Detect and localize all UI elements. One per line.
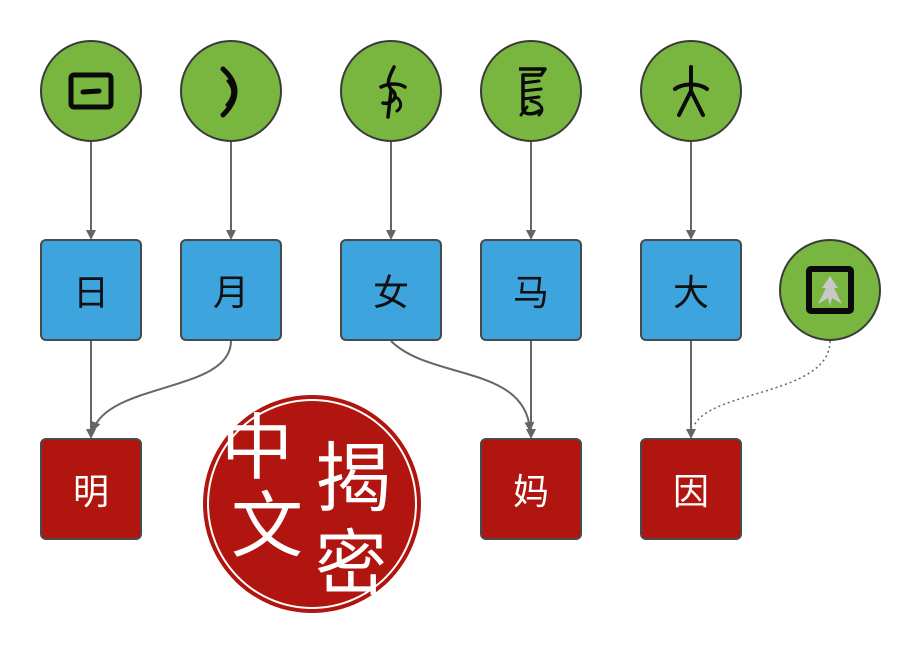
edge-moon-to-bright	[90, 340, 232, 432]
edge-enclosure-glyph-to-cause	[693, 340, 831, 427]
oracle-bone-woman-icon	[379, 65, 407, 119]
seal-circle	[203, 395, 421, 613]
component-sun: 日	[40, 239, 142, 341]
oracle-bone-big-icon	[673, 65, 709, 117]
big-glyph-node	[640, 40, 742, 142]
compound-cause: 因	[640, 438, 742, 540]
oracle-bone-horse-icon	[519, 67, 547, 117]
component-big: 大	[640, 239, 742, 341]
horse-glyph-node	[480, 40, 582, 142]
edge-woman-to-mother	[390, 340, 535, 432]
compound-mother: 妈	[480, 438, 582, 540]
sun-glyph-node	[40, 40, 142, 142]
seal-ring	[207, 399, 417, 609]
seal-char-3: 文	[231, 484, 303, 568]
component-woman: 女	[340, 239, 442, 341]
seal-char-2: 揭	[315, 434, 391, 523]
seal-logo: 中 揭 文 密	[203, 395, 421, 613]
oracle-bone-moon-icon	[220, 66, 238, 118]
component-horse: 马	[480, 239, 582, 341]
woman-glyph-node	[340, 40, 442, 142]
enclosure-glyph-node	[779, 239, 881, 341]
seal-char-1: 中	[221, 406, 293, 490]
component-moon: 月	[180, 239, 282, 341]
oracle-bone-sun-icon	[68, 72, 114, 110]
oracle-bone-enclosure-icon	[806, 266, 854, 314]
seal-char-4: 密	[315, 522, 387, 606]
moon-glyph-node	[180, 40, 282, 142]
compound-bright: 明	[40, 438, 142, 540]
